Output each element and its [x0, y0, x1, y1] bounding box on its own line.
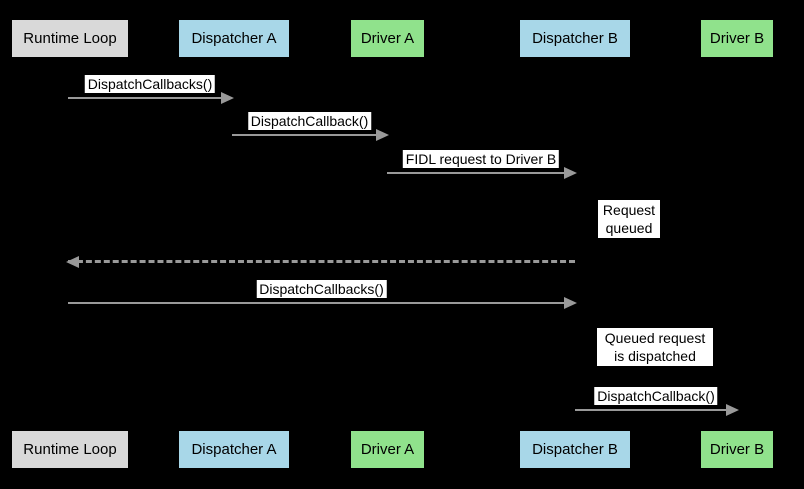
arrowhead-right-icon [221, 92, 234, 104]
arrow-line-dashed [68, 260, 575, 263]
arrow-line [68, 97, 232, 99]
note-line: queued [605, 220, 653, 236]
actor-dispatcher-b-top: Dispatcher B [520, 20, 630, 57]
actor-driver-b-top: Driver B [701, 20, 773, 57]
message-label: DispatchCallback() [247, 112, 372, 130]
arrowhead-right-icon [726, 404, 739, 416]
actor-dispatcher-b-bottom: Dispatcher B [520, 431, 630, 468]
actor-driver-a-top: Driver A [351, 20, 424, 57]
note-queued-request-dispatched: Queued request is dispatched [597, 328, 713, 366]
message-dispatchcallback-2: DispatchCallback() [575, 387, 739, 416]
message-label: DispatchCallbacks() [84, 75, 216, 93]
actor-runtime-loop-top: Runtime Loop [12, 20, 128, 57]
message-fidl-request: FIDL request to Driver B [387, 150, 577, 179]
message-label: DispatchCallback() [594, 387, 718, 405]
arrowhead-right-icon [376, 129, 389, 141]
message-dispatchcallbacks-1: DispatchCallbacks() [68, 75, 234, 104]
note-request-queued: Request queued [598, 200, 660, 238]
message-dashed-return [66, 240, 575, 268]
message-label: DispatchCallbacks() [256, 280, 387, 298]
arrow-line [68, 302, 575, 304]
actor-dispatcher-a-top: Dispatcher A [179, 20, 289, 57]
arrow-line [575, 409, 737, 411]
arrowhead-left-icon [66, 256, 79, 268]
actor-runtime-loop-bottom: Runtime Loop [12, 431, 128, 468]
actor-driver-b-bottom: Driver B [701, 431, 773, 468]
arrow-line [387, 172, 575, 174]
note-line: is dispatched [614, 348, 696, 364]
arrow-line [232, 134, 387, 136]
message-dispatchcallbacks-2: DispatchCallbacks() [68, 280, 577, 309]
arrowhead-right-icon [564, 297, 577, 309]
message-dispatchcallback-1: DispatchCallback() [232, 112, 389, 141]
actor-dispatcher-a-bottom: Dispatcher A [179, 431, 289, 468]
message-label: FIDL request to Driver B [402, 150, 560, 168]
arrowhead-right-icon [564, 167, 577, 179]
actor-driver-a-bottom: Driver A [351, 431, 424, 468]
note-line: Request [602, 202, 656, 218]
note-line: Queued request [604, 330, 706, 346]
